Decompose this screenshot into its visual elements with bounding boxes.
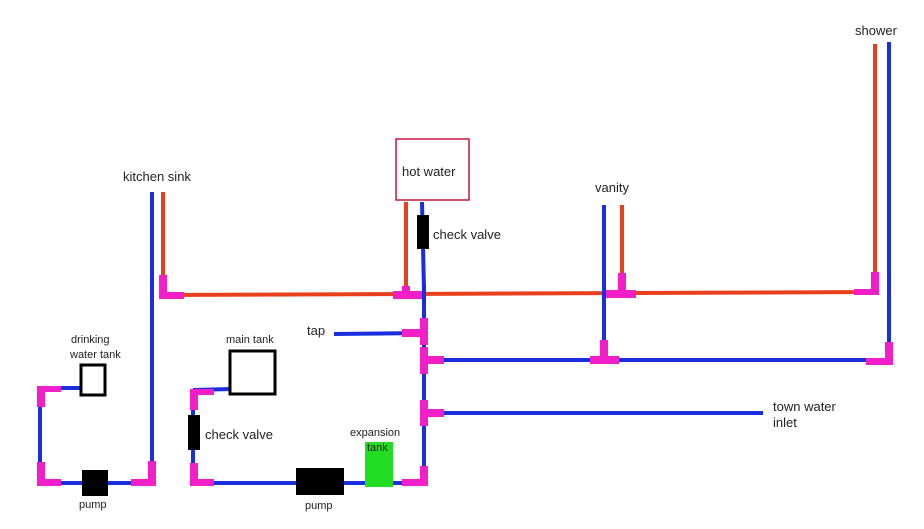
tee-fitting xyxy=(590,340,619,364)
label-drinking-water-tank-1: drinking xyxy=(71,334,110,346)
elbow-fitting xyxy=(159,275,184,299)
label-tap: tap xyxy=(307,323,325,338)
drinking-water-tank xyxy=(79,363,107,397)
tee-fitting xyxy=(426,356,444,364)
label-main-tank: main tank xyxy=(226,334,274,346)
tee-fitting xyxy=(420,318,428,345)
tee-fitting xyxy=(426,409,444,417)
label-shower: shower xyxy=(855,23,898,38)
hot-pipes xyxy=(161,44,877,297)
label-town-water-inlet-1: town water xyxy=(773,399,837,414)
label-hot-water: hot water xyxy=(402,164,456,179)
main-tank xyxy=(228,349,277,396)
tee-fitting xyxy=(606,273,636,298)
label-pump-main: pump xyxy=(305,500,333,512)
label-vanity: vanity xyxy=(595,180,629,195)
elbow-fitting xyxy=(190,463,214,486)
tee-fitting xyxy=(420,347,428,374)
tee-fitting xyxy=(393,286,422,299)
hot-water-heater xyxy=(395,138,470,201)
label-town-water-inlet-2: inlet xyxy=(773,415,797,430)
elbow-fitting xyxy=(37,462,61,486)
cold-pipes xyxy=(38,42,891,485)
label-pump-drinking: pump xyxy=(79,499,107,511)
pump-drinking xyxy=(82,470,108,496)
label-expansion-tank-1: expansion xyxy=(350,427,400,439)
hot-pipe-main-run xyxy=(162,290,876,297)
expansion-tank xyxy=(365,442,393,487)
fittings xyxy=(37,272,893,486)
tee-fitting xyxy=(420,400,428,426)
check-valve-main xyxy=(188,415,200,450)
label-kitchen-sink: kitchen sink xyxy=(123,169,191,184)
label-check-valve-heater: check valve xyxy=(433,227,501,242)
elbow-fitting xyxy=(37,386,61,407)
elbow-fitting xyxy=(131,461,156,486)
tee-fitting xyxy=(402,329,422,337)
elbow-fitting xyxy=(402,466,428,486)
label-expansion-tank-2: tank xyxy=(367,442,388,454)
elbow-fitting xyxy=(190,389,214,410)
label-check-valve-main: check valve xyxy=(205,427,273,442)
check-valve-heater xyxy=(417,215,429,249)
pump-main xyxy=(296,468,344,495)
elbow-fitting xyxy=(854,272,879,295)
elbow-fitting xyxy=(866,342,893,365)
label-drinking-water-tank-2: water tank xyxy=(69,349,121,361)
